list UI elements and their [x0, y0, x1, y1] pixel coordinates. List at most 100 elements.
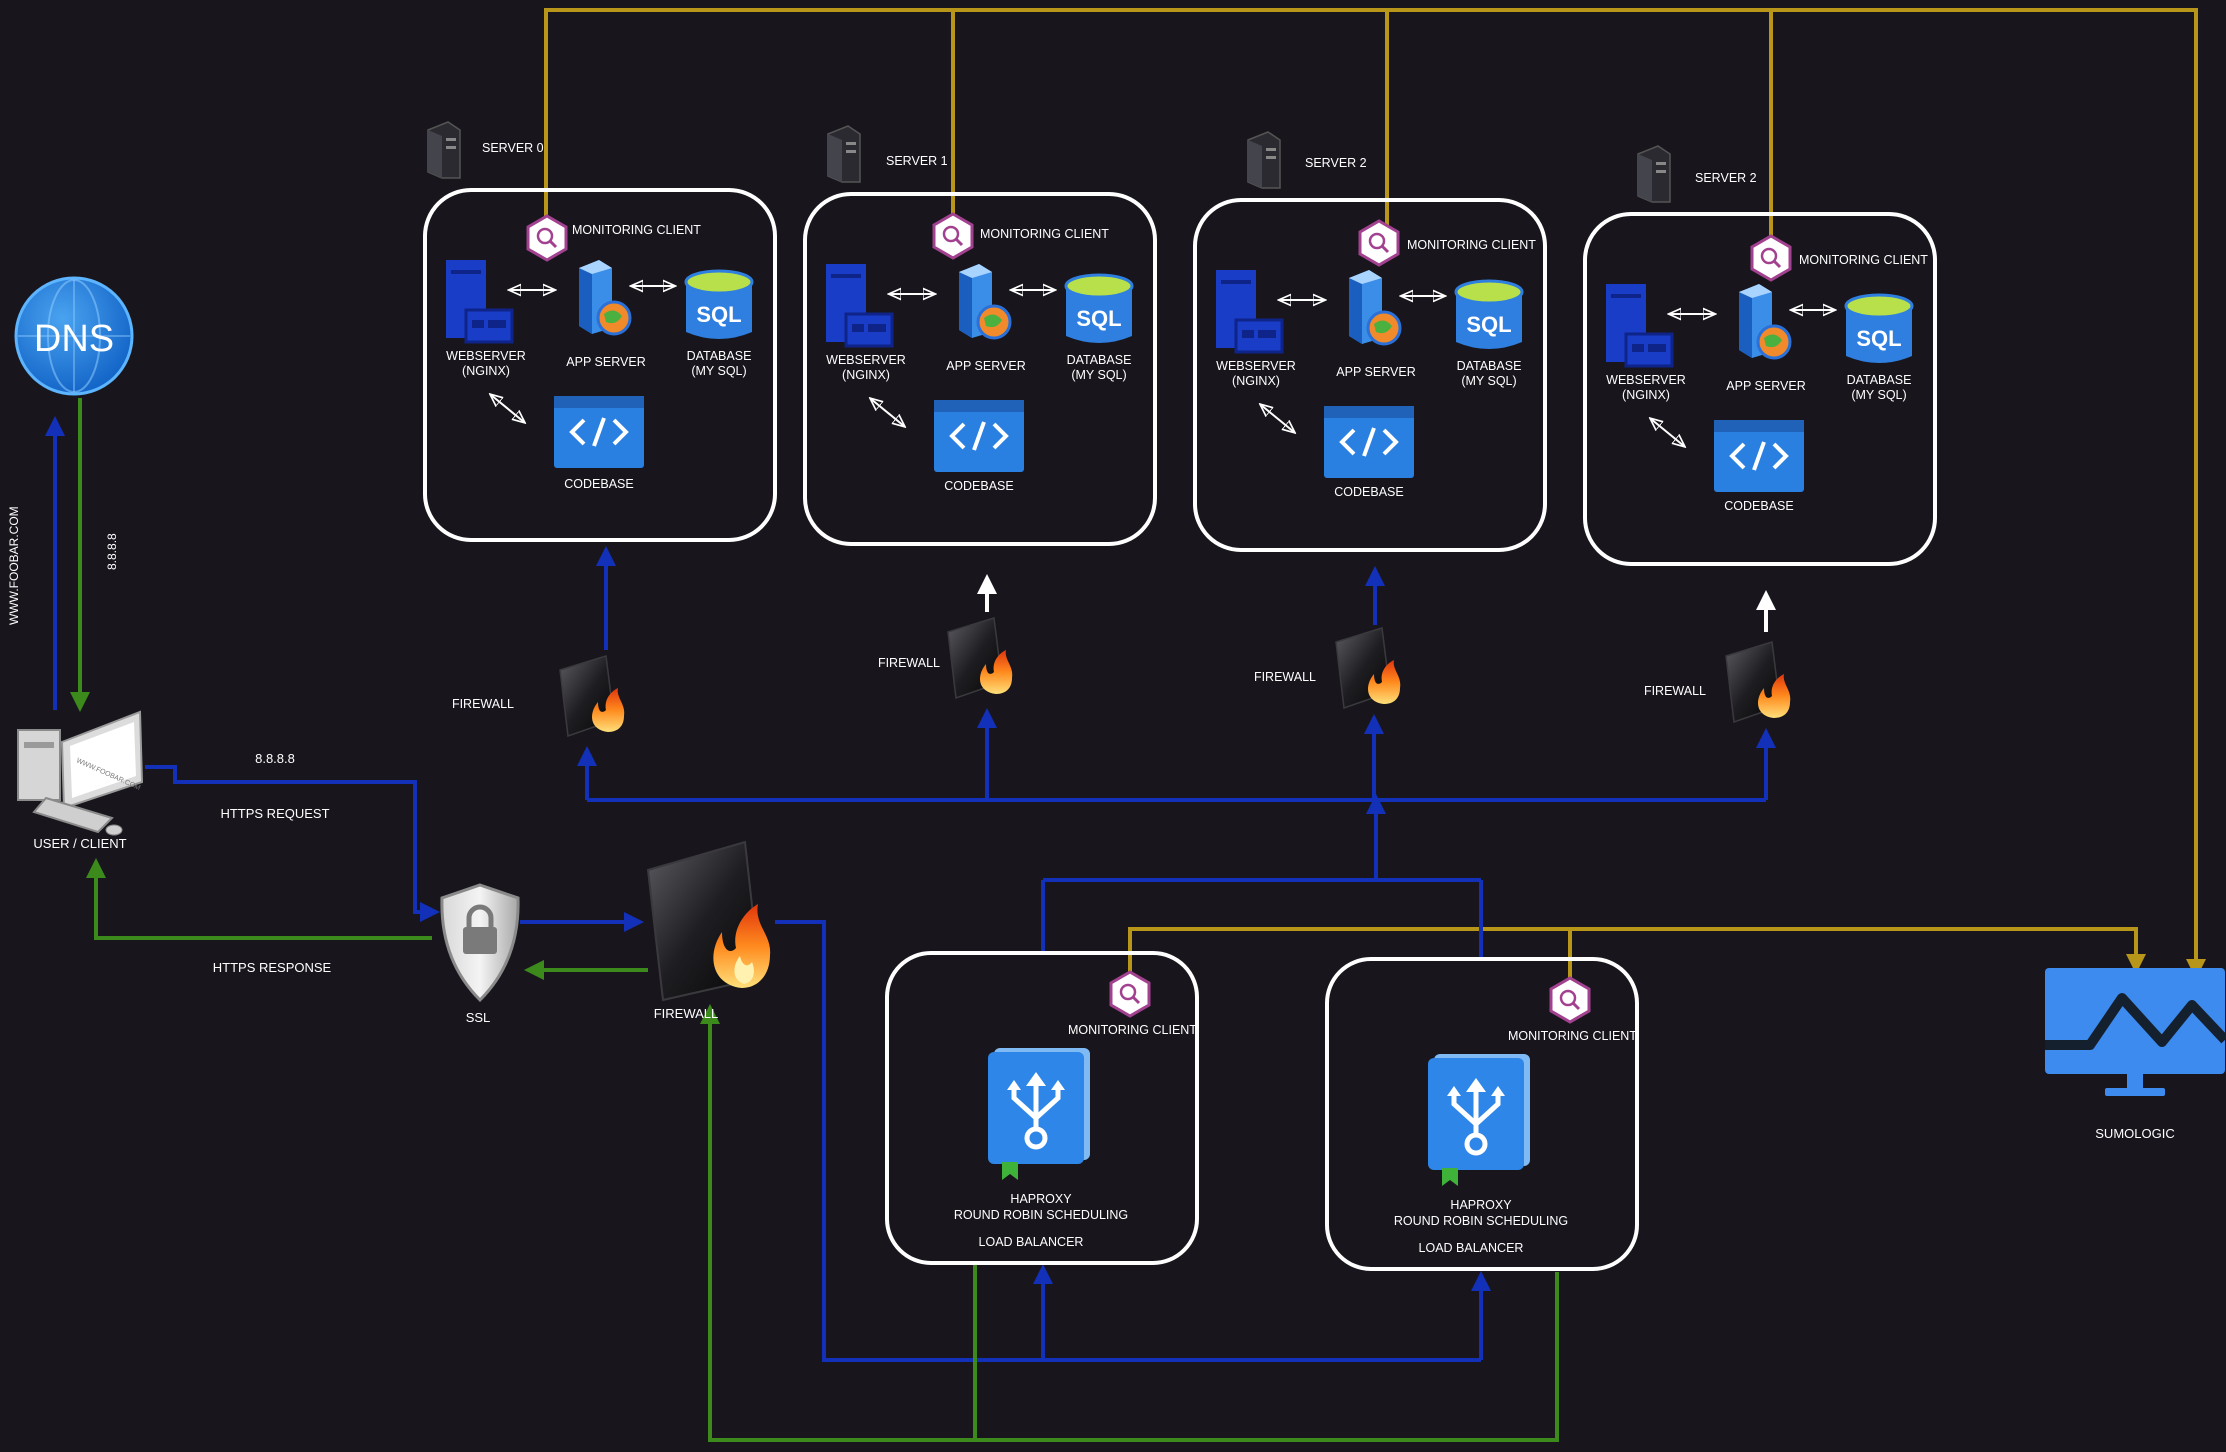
database-sql-icon: SQL	[1844, 293, 1914, 363]
app-server-icon	[1349, 270, 1402, 346]
main-firewall-icon	[646, 840, 771, 1002]
dns-globe-icon	[14, 276, 134, 396]
svg-text:SQL: SQL	[696, 302, 741, 327]
response-lines	[70, 398, 1559, 1442]
firewall-label: FIREWALL	[452, 697, 514, 711]
codebase-label: CODEBASE	[564, 477, 633, 491]
database-sub: (MY SQL)	[1851, 388, 1906, 402]
webserver-label: WEBSERVER	[1216, 359, 1296, 373]
server-box	[423, 188, 777, 542]
monitoring-label: MONITORING CLIENT	[1799, 253, 1928, 267]
lb-scheduling: ROUND ROBIN SCHEDULING	[1394, 1214, 1568, 1228]
request-ip-label: 8.8.8.8	[255, 751, 295, 766]
monitoring-label: MONITORING CLIENT	[1407, 238, 1536, 252]
svg-text:SQL: SQL	[1076, 306, 1121, 331]
webserver-label: WEBSERVER	[1606, 373, 1686, 387]
codebase-label: CODEBASE	[1724, 499, 1793, 513]
webserver-sub: (NGINX)	[1622, 388, 1670, 402]
lb-name: HAPROXY	[1450, 1198, 1512, 1212]
server-name: SERVER 2	[1695, 171, 1757, 185]
ssl-label: SSL	[466, 1010, 491, 1025]
load-balancer-box	[885, 951, 1199, 1265]
lb-scheduling: ROUND ROBIN SCHEDULING	[954, 1208, 1128, 1222]
database-label: DATABASE	[1457, 359, 1522, 373]
firewall-label: FIREWALL	[1254, 670, 1316, 684]
database-label: DATABASE	[687, 349, 752, 363]
monitoring-hex-icon	[932, 212, 974, 260]
webserver-label: WEBSERVER	[446, 349, 526, 363]
webserver-label: WEBSERVER	[826, 353, 906, 367]
server-box	[1583, 212, 1937, 566]
database-sql-icon: SQL	[1064, 273, 1134, 343]
codebase-icon	[1714, 420, 1804, 492]
main-firewall-label: FIREWALL	[654, 1006, 719, 1021]
database-sql-icon: SQL	[684, 269, 754, 339]
https-request-label: HTTPS REQUEST	[220, 806, 329, 821]
request-lines	[45, 416, 1776, 1362]
app-server-icon	[579, 260, 632, 336]
link-arrow	[871, 399, 904, 426]
firewall-icon	[1725, 641, 1791, 724]
webserver-sub: (NGINX)	[842, 368, 890, 382]
svg-text:SQL: SQL	[1856, 326, 1901, 351]
server-tower-icon	[427, 121, 461, 179]
server-box	[803, 192, 1157, 546]
dns-node: DNS	[14, 276, 134, 396]
dns-ip-label: 8.8.8.8	[105, 533, 119, 570]
link-arrow	[1651, 419, 1684, 446]
server-3: SERVER 2 MONITORING CLIENT WEBSERVER (NG…	[1583, 145, 1937, 724]
domain-label: WWW.FOOBAR.COM	[7, 506, 21, 625]
webserver-icon	[1606, 284, 1674, 368]
server-tower-icon	[1637, 145, 1671, 203]
database-label: DATABASE	[1067, 353, 1132, 367]
sumologic-label: SUMOLOGIC	[2095, 1126, 2174, 1141]
monitoring-hex-icon	[1549, 976, 1591, 1024]
server-1: SERVER 1 MONITORING CLIENT WEBSERVER (NG…	[803, 125, 1157, 700]
webserver-icon	[1216, 270, 1284, 354]
link-arrow	[491, 395, 524, 422]
server-tower-icon	[1247, 131, 1281, 189]
server-name: SERVER 2	[1305, 156, 1367, 170]
app-server-label: APP SERVER	[1336, 365, 1415, 379]
app-server-label: APP SERVER	[566, 355, 645, 369]
database-sub: (MY SQL)	[1461, 374, 1516, 388]
monitoring-hex-icon	[1109, 970, 1151, 1018]
server-tower-icon	[827, 125, 861, 183]
monitoring-label: MONITORING CLIENT	[980, 227, 1109, 241]
ssl-shield-icon	[440, 883, 520, 1003]
firewall-icon	[559, 655, 625, 738]
codebase-icon	[554, 396, 644, 468]
monitoring-label: MONITORING CLIENT	[1068, 1023, 1197, 1037]
server-name: SERVER 0	[482, 141, 544, 155]
webserver-sub: (NGINX)	[462, 364, 510, 378]
load-balancer-book-icon	[1428, 1054, 1530, 1186]
app-server-label: APP SERVER	[1726, 379, 1805, 393]
webserver-icon	[826, 264, 894, 348]
sumologic-monitor-icon	[2045, 968, 2226, 1096]
app-server-icon	[959, 264, 1012, 340]
svg-text:SQL: SQL	[1466, 312, 1511, 337]
connection-lines	[45, 8, 2206, 1442]
firewall-icon	[1335, 627, 1401, 710]
codebase-label: CODEBASE	[1334, 485, 1403, 499]
codebase-label: CODEBASE	[944, 479, 1013, 493]
client-label: USER / CLIENT	[33, 836, 126, 851]
monitoring-label: MONITORING CLIENT	[1508, 1029, 1637, 1043]
load-balancer-box	[1325, 957, 1639, 1271]
webserver-sub: (NGINX)	[1232, 374, 1280, 388]
codebase-icon	[934, 400, 1024, 472]
lb-role: LOAD BALANCER	[979, 1235, 1084, 1249]
app-server-label: APP SERVER	[946, 359, 1025, 373]
monitoring-label: MONITORING CLIENT	[572, 223, 701, 237]
app-server-icon	[1739, 284, 1792, 360]
firewall-label: FIREWALL	[1644, 684, 1706, 698]
monitoring-hex-icon	[1358, 219, 1400, 267]
lb-name: HAPROXY	[1010, 1192, 1072, 1206]
server-0: SERVER 0 MONITORING CLIENT WEBSERVER (NG…	[423, 121, 777, 738]
server-name: SERVER 1	[886, 154, 948, 168]
load-balancer-2: MONITORING CLIENT HAPROXY ROUND ROBIN SC…	[1325, 957, 1639, 1271]
firewall-label: FIREWALL	[878, 656, 940, 670]
https-response-label: HTTPS RESPONSE	[213, 960, 332, 975]
database-sub: (MY SQL)	[691, 364, 746, 378]
